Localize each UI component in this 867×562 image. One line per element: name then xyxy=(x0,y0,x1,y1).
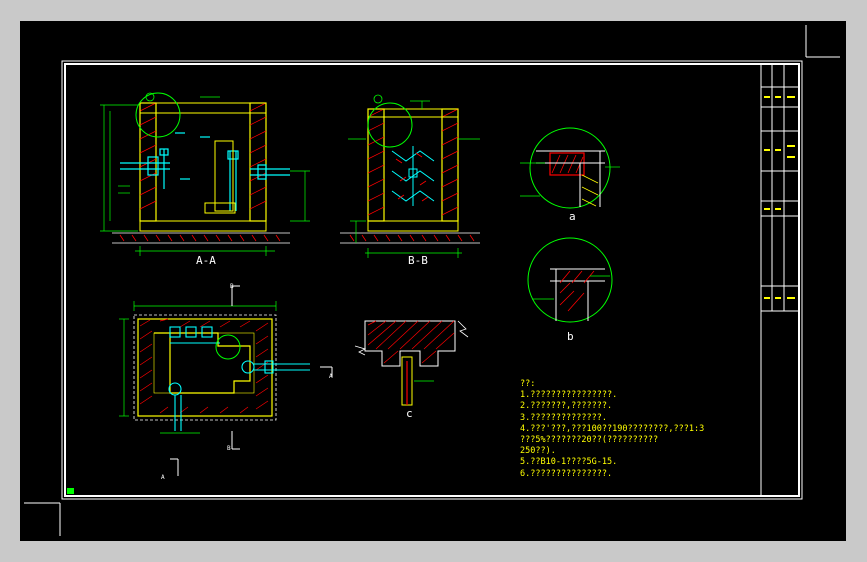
section-aa xyxy=(100,92,310,256)
plan-view xyxy=(119,285,333,476)
label-cut-b-bottom: B xyxy=(227,445,231,452)
drawing-frame xyxy=(24,25,840,536)
drawing-svg xyxy=(24,25,840,536)
status-marker xyxy=(67,488,74,494)
detail-c xyxy=(354,320,469,406)
detail-a xyxy=(520,127,620,209)
note-item: 4.???'???,???100??190????????,???1:3 xyxy=(520,423,705,434)
section-bb xyxy=(340,94,480,258)
note-item: 3.??????????????. xyxy=(520,412,607,423)
note-item: 1.????????????????. xyxy=(520,390,618,401)
label-cut-a-right: A xyxy=(329,373,333,380)
title-block xyxy=(760,64,799,496)
note-item: 6.???????????????. xyxy=(520,468,613,479)
note-item: ???5%???????20??(?????????? xyxy=(520,435,659,446)
label-section-bb: B-B xyxy=(408,254,428,267)
label-section-aa: A-A xyxy=(196,254,216,267)
notes-heading: ??: xyxy=(520,379,536,389)
note-item: 5.??B10-1????5G-15. xyxy=(520,457,618,468)
title-block-text xyxy=(764,96,795,299)
note-item: 2.???????,???????. xyxy=(520,401,613,412)
drawing-canvas[interactable]: A-A B-B a b c A A B B ??: 1.????????????… xyxy=(20,21,846,541)
label-detail-b: b xyxy=(567,330,574,343)
design-notes: ??: 1.????????????????. 2.???????,??????… xyxy=(520,379,704,480)
detail-b xyxy=(527,237,613,323)
label-detail-a: a xyxy=(569,210,576,223)
label-cut-a-bottom: A xyxy=(161,474,165,481)
note-item: 250??). xyxy=(520,446,556,457)
label-cut-b-top: B xyxy=(230,283,234,290)
label-detail-c: c xyxy=(406,407,413,420)
